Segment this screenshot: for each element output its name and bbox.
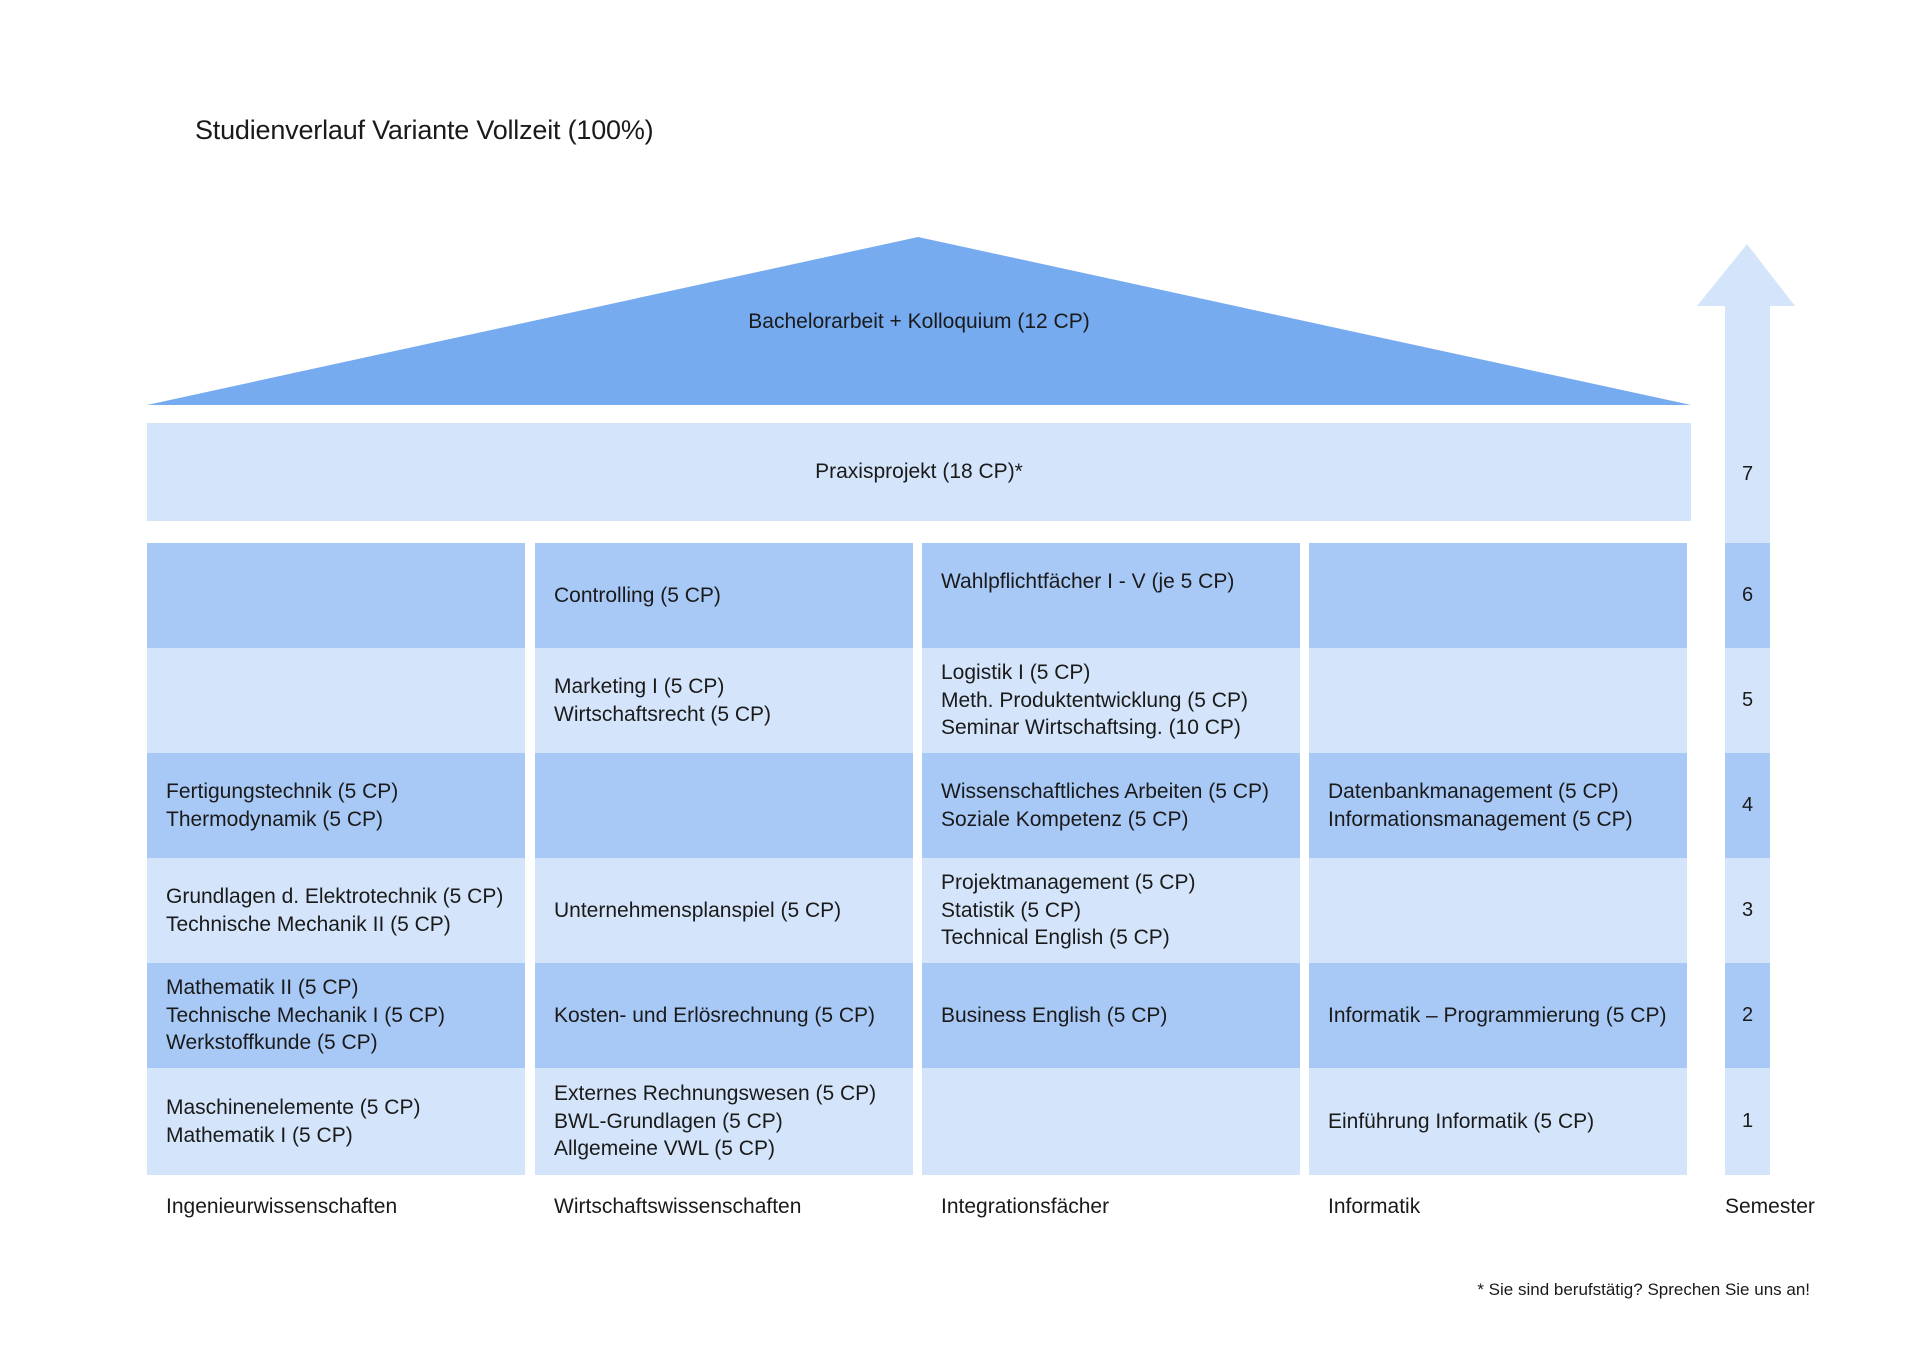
module-entry: Einführung Informatik (5 CP)	[1328, 1109, 1595, 1133]
module-cell: Externes Rechnungswesen (5 CP) BWL-Grundl…	[535, 1068, 913, 1175]
module-cell: Maschinenelemente (5 CP) Mathematik I (5 …	[147, 1068, 525, 1175]
praxis-project-label: Praxisprojekt (18 CP)*	[815, 460, 1023, 483]
module-entry: Externes Rechnungswesen (5 CP)	[554, 1082, 877, 1106]
module-entry: Controlling (5 CP)	[554, 583, 721, 607]
module-cell: Informatik – Programmierung (5 CP)	[1309, 963, 1687, 1068]
module-entry: BWL-Grundlagen (5 CP)	[554, 1109, 783, 1133]
module-entry: Kosten- und Erlösrechnung (5 CP)	[554, 1003, 875, 1027]
module-entry: Statistik (5 CP)	[941, 898, 1082, 922]
module-cell: Controlling (5 CP)	[535, 543, 913, 648]
module-cell: Wahlpflichtfächer I - V (je 5 CP)	[922, 543, 1300, 648]
module-entry: Wissenschaftliches Arbeiten (5 CP)	[941, 780, 1269, 803]
semester-number: 5	[1725, 648, 1770, 753]
module-cell: Kosten- und Erlösrechnung (5 CP)	[535, 963, 913, 1068]
module-entry: Soziale Kompetenz (5 CP)	[941, 807, 1189, 831]
page-title: Studienverlauf Variante Vollzeit (100%)	[195, 115, 654, 145]
module-entry: Unternehmensplanspiel (5 CP)	[554, 898, 842, 922]
module-entry: Informatik – Programmierung (5 CP)	[1328, 1003, 1667, 1027]
module-entry: Werkstoffkunde (5 CP)	[166, 1031, 378, 1055]
module-entry: Meth. Produktentwicklung (5 CP)	[941, 688, 1248, 712]
module-cell: Einführung Informatik (5 CP)	[1309, 1068, 1687, 1175]
module-entry: Projektmanagement (5 CP)	[941, 871, 1196, 895]
column-label: Ingenieurwissenschaften	[166, 1195, 398, 1218]
bachelor-thesis-label: Bachelorarbeit + Kolloquium (12 CP)	[748, 310, 1090, 333]
column-label: Informatik	[1328, 1195, 1421, 1218]
module-entry: Wahlpflichtfächer I - V (je 5 CP)	[941, 570, 1235, 593]
module-cell: Datenbankmanagement (5 CP) Informationsma…	[1309, 753, 1687, 858]
roof-triangle	[147, 237, 1691, 405]
semester-number: 7	[1741, 462, 1754, 485]
module-entry: Datenbankmanagement (5 CP)	[1328, 780, 1619, 803]
module-entry: Technische Mechanik I (5 CP)	[166, 1003, 445, 1027]
module-entry: Fertigungstechnik (5 CP)	[166, 780, 399, 803]
module-cell: Wissenschaftliches Arbeiten (5 CP) Sozial…	[922, 753, 1300, 858]
module-entry: Technical English (5 CP)	[941, 926, 1170, 950]
module-cell	[147, 543, 525, 648]
footnote: * Sie sind berufstätig? Sprechen Sie uns…	[1477, 1280, 1810, 1299]
column-label: Integrationsfächer	[941, 1195, 1110, 1218]
module-cell	[1309, 543, 1687, 648]
module-cell	[1309, 858, 1687, 963]
module-cell: Marketing I (5 CP) Wirtschaftsrecht (5 CP…	[535, 648, 913, 753]
module-cell	[535, 753, 913, 858]
module-cell: Fertigungstechnik (5 CP) Thermodynamik (5…	[147, 753, 525, 858]
module-cell: Logistik I (5 CP) Meth. Produktentwicklun…	[922, 648, 1300, 753]
praxis-project-band: Praxisprojekt (18 CP)*	[147, 423, 1691, 521]
module-entry: Mathematik I (5 CP)	[166, 1123, 353, 1147]
semester-number: 1	[1725, 1068, 1770, 1175]
semester-number: 6	[1725, 543, 1770, 648]
semester-number: 4	[1725, 753, 1770, 858]
module-cell: Unternehmensplanspiel (5 CP)	[535, 858, 913, 963]
module-cell	[1309, 648, 1687, 753]
semester-number: 3	[1725, 858, 1770, 963]
module-cell	[922, 1068, 1300, 1175]
module-entry: Allgemeine VWL (5 CP)	[554, 1137, 775, 1161]
module-entry: Maschinenelemente (5 CP)	[166, 1096, 421, 1119]
module-entry: Informationsmanagement (5 CP)	[1328, 807, 1633, 831]
module-entry: Wirtschaftsrecht (5 CP)	[554, 702, 772, 726]
module-entry: Seminar Wirtschaftsing. (10 CP)	[941, 716, 1241, 740]
module-cell: Projektmanagement (5 CP) Statistik (5 CP)…	[922, 858, 1300, 963]
module-entry: Technische Mechanik II (5 CP)	[166, 912, 451, 936]
semester-axis-label: Semester	[1725, 1195, 1815, 1218]
module-entry: Grundlagen d. Elektrotechnik (5 CP)	[166, 885, 504, 908]
module-cell	[147, 648, 525, 753]
module-entry: Marketing I (5 CP)	[554, 675, 725, 698]
module-cell: Grundlagen d. Elektrotechnik (5 CP) Techn…	[147, 858, 525, 963]
module-entry: Business English (5 CP)	[941, 1003, 1168, 1027]
module-cell: Mathematik II (5 CP) Technische Mechanik …	[147, 963, 525, 1068]
semester-number: 2	[1725, 963, 1770, 1068]
module-entry: Logistik I (5 CP)	[941, 661, 1091, 685]
column-label: Wirtschaftswissenschaften	[554, 1195, 802, 1218]
module-entry: Mathematik II (5 CP)	[166, 976, 359, 1000]
module-cell: Business English (5 CP)	[922, 963, 1300, 1068]
module-entry: Thermodynamik (5 CP)	[166, 807, 384, 831]
